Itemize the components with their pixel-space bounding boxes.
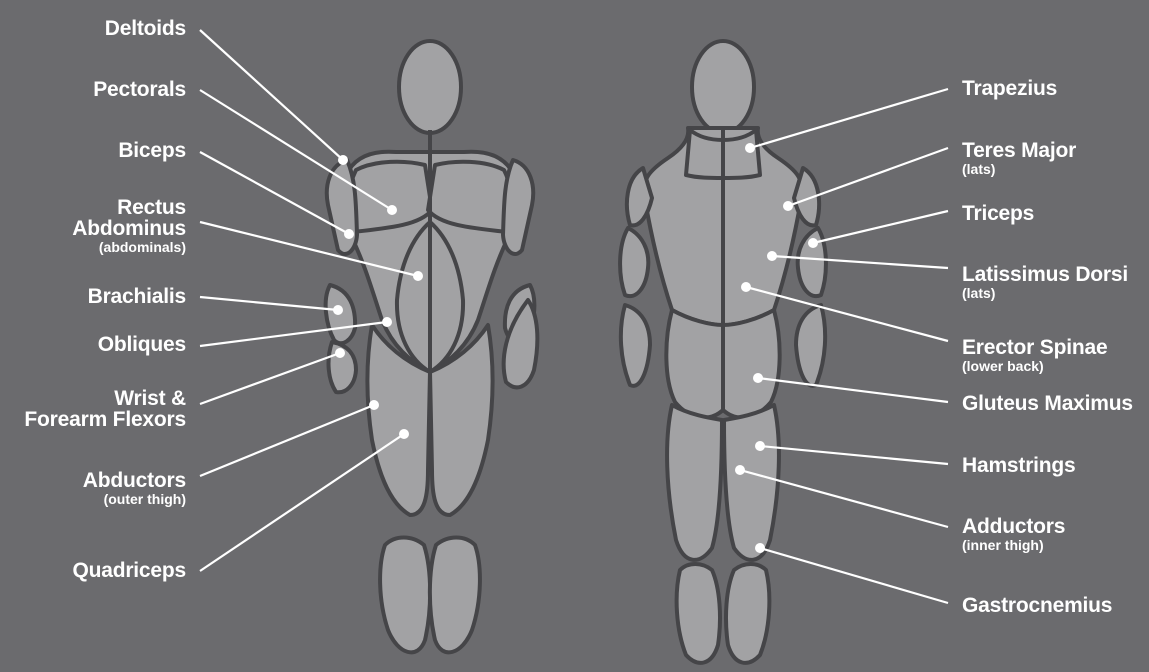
label-name: Rectus Abdominus [72, 197, 186, 239]
leader-dot-adductors [735, 465, 745, 475]
label-pectorals: Pectorals [93, 79, 186, 100]
front-shin-left [380, 538, 430, 653]
leader-dot-triceps [808, 238, 818, 248]
leader-dot-teres [783, 201, 793, 211]
leader-lines [200, 30, 948, 603]
front-head [399, 41, 461, 133]
front-shin-right [430, 538, 480, 653]
label-rectus-abdominus: Rectus Abdominus (abdominals) [72, 197, 186, 254]
label-name: Biceps [118, 140, 186, 161]
label-adductors: Adductors (inner thigh) [962, 516, 1065, 552]
leader-dot-quadriceps [399, 429, 409, 439]
back-forearm-right [796, 305, 825, 386]
label-hamstrings: Hamstrings [962, 455, 1076, 476]
front-pectoral-left [348, 162, 432, 232]
leader-dot-hamstrings [755, 441, 765, 451]
back-calf-left [677, 564, 720, 663]
label-wrist-forearm: Wrist & Forearm Flexors [24, 388, 186, 430]
leader-line-quadriceps [200, 434, 404, 571]
label-deltoids: Deltoids [105, 18, 186, 39]
label-name: Deltoids [105, 18, 186, 39]
label-sub: (inner thigh) [962, 538, 1065, 552]
label-latissimus-dorsi: Latissimus Dorsi (lats) [962, 264, 1128, 300]
label-erector-spinae: Erector Spinae (lower back) [962, 337, 1107, 373]
label-name: Teres Major [962, 140, 1076, 161]
label-quadriceps: Quadriceps [72, 560, 186, 581]
label-biceps: Biceps [118, 140, 186, 161]
label-brachialis: Brachialis [88, 286, 186, 307]
label-name: Quadriceps [72, 560, 186, 581]
leader-dot-brachialis [333, 305, 343, 315]
front-deltoid-biceps-right [503, 160, 533, 254]
label-obliques: Obliques [98, 334, 186, 355]
leader-dot-trapezius [745, 143, 755, 153]
label-trapezius: Trapezius [962, 78, 1057, 99]
label-abductors: Abductors (outer thigh) [83, 470, 186, 506]
leader-line-brachialis [200, 297, 338, 310]
label-triceps: Triceps [962, 203, 1034, 224]
back-head [692, 41, 754, 133]
leader-line-hamstrings [760, 446, 948, 464]
back-hamstring-right [724, 405, 779, 560]
label-name: Pectorals [93, 79, 186, 100]
leader-dot-abductors [369, 400, 379, 410]
leader-dot-latissimus [767, 251, 777, 261]
front-body-figure [326, 41, 538, 652]
label-sub: (lower back) [962, 359, 1107, 373]
label-name: Obliques [98, 334, 186, 355]
label-name: Adductors [962, 516, 1065, 537]
back-forearm-left [621, 305, 650, 386]
label-name: Hamstrings [962, 455, 1076, 476]
front-deltoid-biceps-left [327, 160, 357, 254]
label-name: Triceps [962, 203, 1034, 224]
leader-dot-wrist [335, 348, 345, 358]
back-triceps-left [620, 228, 648, 296]
leader-dot-gastrocnemius [755, 543, 765, 553]
label-name: Brachialis [88, 286, 186, 307]
label-name: Gluteus Maximus [962, 393, 1133, 414]
leader-dot-deltoids [338, 155, 348, 165]
leader-line-wrist [200, 353, 340, 404]
leader-line-trapezius [750, 89, 948, 148]
leader-line-triceps [813, 211, 948, 243]
back-calf-right [726, 564, 769, 663]
label-name: Latissimus Dorsi [962, 264, 1128, 285]
leader-dot-biceps [344, 229, 354, 239]
front-pectoral-right [428, 162, 512, 232]
leader-dot-obliques [382, 317, 392, 327]
label-sub: (lats) [962, 286, 1128, 300]
label-name: Trapezius [962, 78, 1057, 99]
label-name: Abductors [83, 470, 186, 491]
label-name: Wrist & Forearm Flexors [24, 388, 186, 430]
label-name: Gastrocnemius [962, 595, 1112, 616]
leader-dot-gluteus [753, 373, 763, 383]
label-sub: (lats) [962, 162, 1076, 176]
leader-dot-pectorals [387, 205, 397, 215]
leader-line-obliques [200, 322, 387, 346]
label-teres-major: Teres Major (lats) [962, 140, 1076, 176]
label-gastrocnemius: Gastrocnemius [962, 595, 1112, 616]
leader-line-abductors [200, 405, 374, 476]
label-sub: (outer thigh) [83, 492, 186, 506]
leader-line-gastrocnemius [760, 548, 948, 603]
leader-dot-erector [741, 282, 751, 292]
back-hamstring-left [667, 405, 722, 560]
leader-line-gluteus [758, 378, 948, 402]
label-sub: (abdominals) [72, 240, 186, 254]
label-gluteus-maximus: Gluteus Maximus [962, 393, 1133, 414]
leader-line-pectorals [200, 90, 392, 210]
leader-line-deltoids [200, 30, 343, 160]
leader-dot-rectus [413, 271, 423, 281]
label-name: Erector Spinae [962, 337, 1107, 358]
